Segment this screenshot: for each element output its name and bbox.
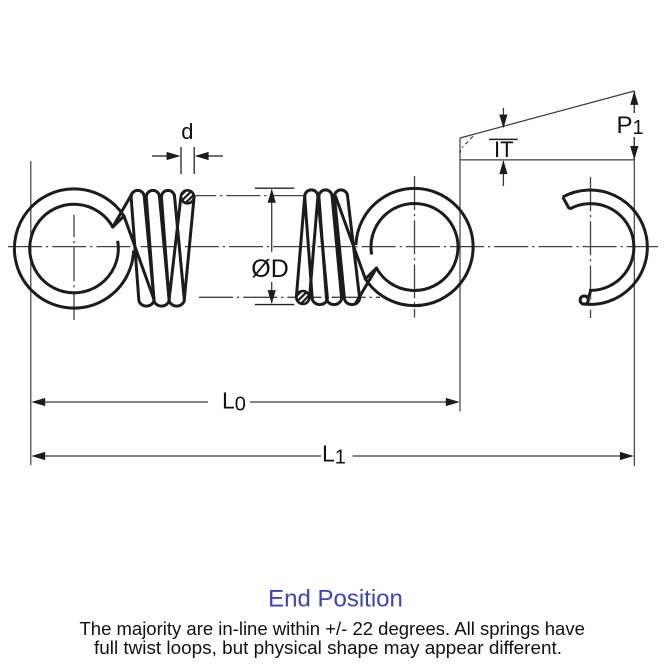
svg-text:full twist loops, but physical: full twist loops, but physical shape may… bbox=[94, 638, 562, 659]
svg-text:End Position: End Position bbox=[268, 586, 403, 613]
svg-text:IT: IT bbox=[494, 137, 514, 162]
svg-text:L0: L0 bbox=[222, 388, 246, 416]
svg-text:ØD: ØD bbox=[251, 255, 289, 283]
svg-text:P1: P1 bbox=[617, 112, 644, 139]
svg-text:d: d bbox=[181, 119, 193, 144]
svg-text:L1: L1 bbox=[322, 441, 346, 469]
svg-text:The majority are in-line withi: The majority are in-line within +/- 22 d… bbox=[79, 618, 584, 639]
